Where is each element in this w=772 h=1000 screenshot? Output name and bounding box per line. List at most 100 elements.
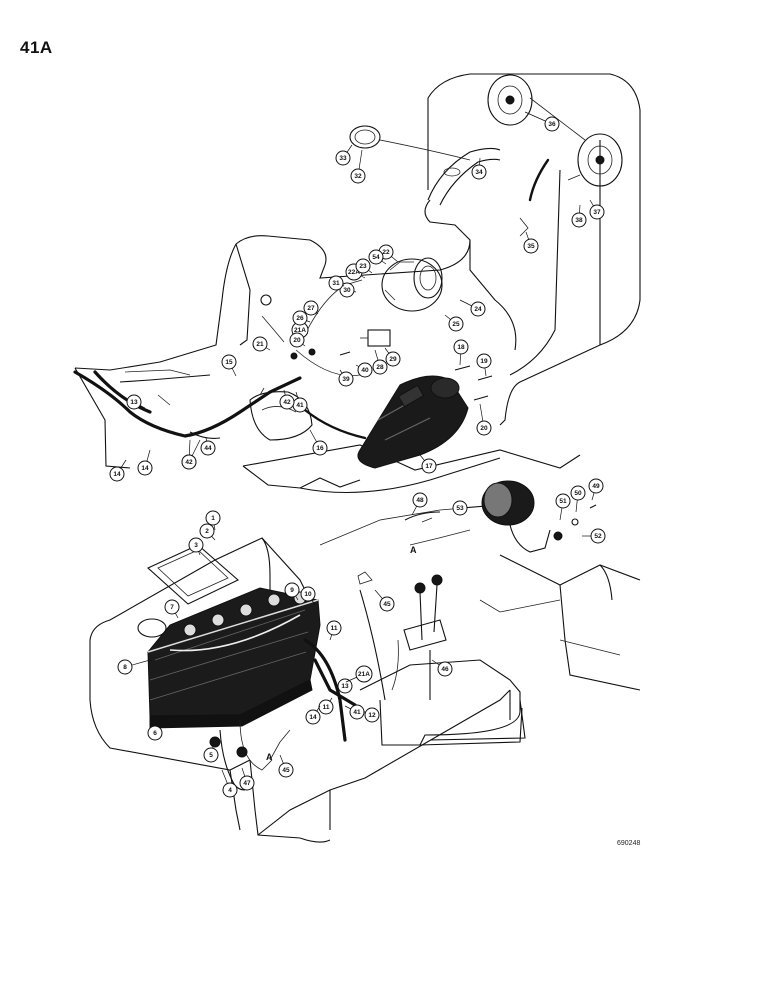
callout-9: 9 bbox=[284, 582, 300, 601]
callout-number: 50 bbox=[574, 490, 582, 497]
callout-circle bbox=[335, 150, 351, 166]
callout-circle bbox=[252, 336, 268, 352]
figure-code: 690248 bbox=[617, 840, 641, 847]
callout-38: 38 bbox=[571, 204, 587, 228]
callout-number: 31 bbox=[332, 280, 340, 287]
callout-number: 33 bbox=[339, 155, 347, 162]
callout-13: 13 bbox=[126, 394, 146, 410]
callout-circle bbox=[385, 351, 401, 367]
mounting-bolts bbox=[339, 351, 493, 401]
callout-number: 28 bbox=[376, 364, 384, 371]
callout-44: 44 bbox=[200, 437, 216, 456]
callout-circle bbox=[453, 339, 469, 355]
callout-number: 17 bbox=[425, 463, 433, 470]
callout-11: 11 bbox=[326, 620, 342, 641]
callout-number: 5 bbox=[209, 752, 213, 759]
callout-circle bbox=[368, 249, 384, 265]
callout-circle bbox=[284, 582, 300, 598]
callout-number: 11 bbox=[323, 704, 330, 711]
rear-fender bbox=[429, 554, 641, 741]
callout-number: 32 bbox=[354, 173, 362, 180]
callout-21a: 21A bbox=[345, 665, 373, 683]
callout-11: 11 bbox=[318, 697, 334, 715]
callout-number: 13 bbox=[130, 399, 138, 406]
battery bbox=[147, 587, 321, 729]
callout-circle bbox=[305, 709, 321, 725]
callout-7: 7 bbox=[164, 599, 180, 619]
callout-circle bbox=[181, 454, 197, 470]
callout-number: 42 bbox=[283, 399, 291, 406]
work-light bbox=[481, 480, 597, 553]
callout-circle bbox=[590, 528, 606, 544]
callout-number: 15 bbox=[225, 359, 233, 366]
callout-number: 44 bbox=[204, 445, 212, 452]
battery-box bbox=[89, 537, 523, 843]
callout-number: 48 bbox=[416, 497, 424, 504]
callout-number: 1 bbox=[211, 515, 215, 522]
callout-circle bbox=[137, 460, 153, 476]
callout-number: 14 bbox=[113, 471, 121, 478]
callout-circle bbox=[355, 258, 371, 274]
callout-23: 23 bbox=[355, 258, 373, 274]
callout-15: 15 bbox=[221, 354, 237, 377]
callout-number: 3 bbox=[194, 542, 198, 549]
callout-3: 3 bbox=[188, 537, 204, 556]
callout-circle bbox=[349, 704, 365, 720]
callout-number: 26 bbox=[296, 315, 304, 322]
callout-circle bbox=[200, 440, 216, 456]
callout-number: 16 bbox=[316, 445, 324, 452]
callout-number: 13 bbox=[341, 683, 349, 690]
callout-circle bbox=[292, 310, 308, 326]
callout-number: 7 bbox=[170, 604, 174, 611]
callout-41: 41 bbox=[292, 391, 308, 413]
callout-20: 20 bbox=[476, 403, 492, 436]
callout-circle bbox=[147, 725, 163, 741]
callout-18: 18 bbox=[453, 339, 469, 366]
view-label-a-upper: A bbox=[410, 545, 417, 555]
callout-32: 32 bbox=[350, 149, 366, 184]
callout-27: 27 bbox=[303, 300, 319, 316]
callout-42: 42 bbox=[181, 439, 201, 470]
callout-number: 10 bbox=[304, 591, 312, 598]
callout-circle bbox=[437, 661, 453, 677]
callout-circle bbox=[448, 316, 464, 332]
callout-number: 14 bbox=[141, 465, 149, 472]
callout-28: 28 bbox=[372, 349, 388, 375]
callout-number: 19 bbox=[480, 358, 488, 365]
callout-circle bbox=[338, 371, 354, 387]
callout-number: 24 bbox=[474, 306, 482, 313]
callout-29: 29 bbox=[384, 347, 401, 367]
callout-number: 38 bbox=[575, 217, 583, 224]
callout-37: 37 bbox=[589, 199, 605, 220]
callout-46: 46 bbox=[431, 659, 453, 677]
callout-circle bbox=[544, 116, 560, 132]
callout-circle bbox=[303, 300, 319, 316]
callout-39: 39 bbox=[338, 369, 354, 387]
callout-number: 53 bbox=[456, 505, 464, 512]
callout-circle bbox=[300, 586, 316, 602]
callout-number: 35 bbox=[527, 243, 535, 250]
callout-2: 2 bbox=[199, 523, 216, 541]
alternator bbox=[360, 257, 443, 347]
callout-number: 42 bbox=[185, 459, 193, 466]
callout-34: 34 bbox=[471, 157, 487, 180]
callout-circle bbox=[239, 775, 255, 791]
battery-cap bbox=[137, 618, 167, 638]
callout-circle bbox=[205, 510, 221, 526]
callout-40: 40 bbox=[355, 362, 373, 378]
callout-number: 41 bbox=[296, 402, 304, 409]
callout-13: 13 bbox=[337, 678, 353, 694]
callout-circle bbox=[188, 537, 204, 553]
callout-circle bbox=[523, 238, 539, 254]
section-a-wire bbox=[269, 511, 471, 761]
callout-number: 49 bbox=[592, 483, 600, 490]
callout-circle bbox=[421, 458, 437, 474]
callout-42: 42 bbox=[279, 389, 295, 410]
callout-31: 31 bbox=[328, 275, 345, 291]
callout-circle bbox=[476, 420, 492, 436]
callout-circle bbox=[109, 466, 125, 482]
tractor-body-outline bbox=[74, 73, 641, 546]
callout-number: 29 bbox=[389, 356, 397, 363]
